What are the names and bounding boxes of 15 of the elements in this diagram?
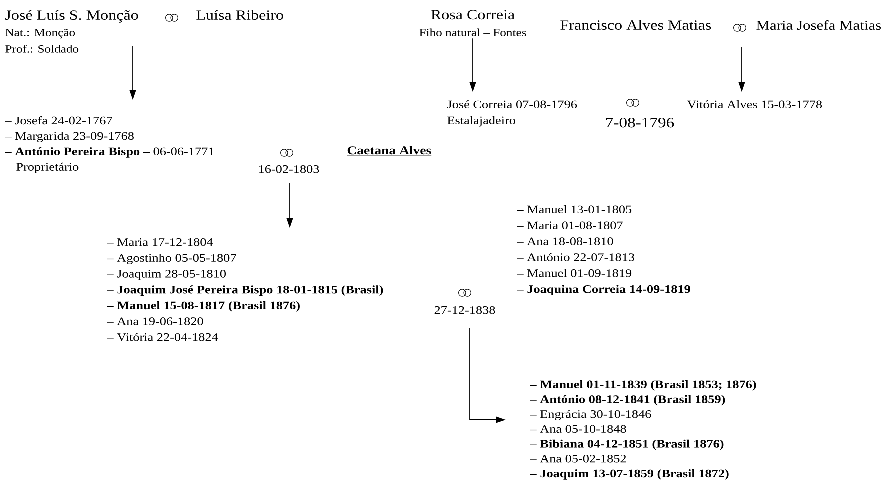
marriage-date: 7-08-1796	[606, 118, 674, 128]
person-name: Rosa Correia Fiho natural – Fontes	[420, 10, 526, 36]
marriage-date: 16-02-1803	[259, 165, 320, 174]
marriage-date: 27-12-1838	[434, 306, 496, 314]
children-list: – Maria 17-12-1804 – Agostinho 05-05-1807 – Joaquim 28-05-1810 – Joaquim José Pereira Bispo 18-01-1815 (Brasil) – Manuel 15-08-1817 (Brasil 1876) – Ana 19-06-1820 – Vitória 22-04-1824	[107, 238, 384, 342]
person-entry: José Correia 07-08-1796 Estalajadeiro	[447, 100, 578, 127]
person-name: José Luís S. Monção Nat.: Monção Prof.: Soldado	[6, 10, 138, 53]
person-name: Francisco Alves Matias	[560, 20, 712, 30]
person-name: Caetana Alves	[347, 146, 432, 156]
person-name: Maria Josefa Matias	[756, 20, 882, 30]
children-list: – Manuel 01-11-1839 (Brasil 1853; 1876) – António 08-12-1841 (Brasil 1859) – Engrácia 30-10-1846 – Ana 05-10-1848 – Bibiana 04-12-1851 (Brasil 1876) – Ana 05-02-1852 – Joaquim 13-07-1859 (Brasil 1872)	[530, 380, 756, 480]
children-list: – Josefa 24-02-1767 – Margarida 23-09-1768 – António Pereira Bispo – 06-06-1771 Proprietário	[5, 116, 214, 174]
children-list: – Manuel 13-01-1805 – Maria 01-08-1807 – Ana 18-08-1810 – António 22-07-1813 – Manuel 01-09-1819 – Joaquina Correia 14-09-1819	[517, 205, 690, 296]
person-entry: Vitória Alves 15-03-1778	[687, 100, 822, 109]
person-name: Luísa Ribeiro	[196, 10, 284, 20]
